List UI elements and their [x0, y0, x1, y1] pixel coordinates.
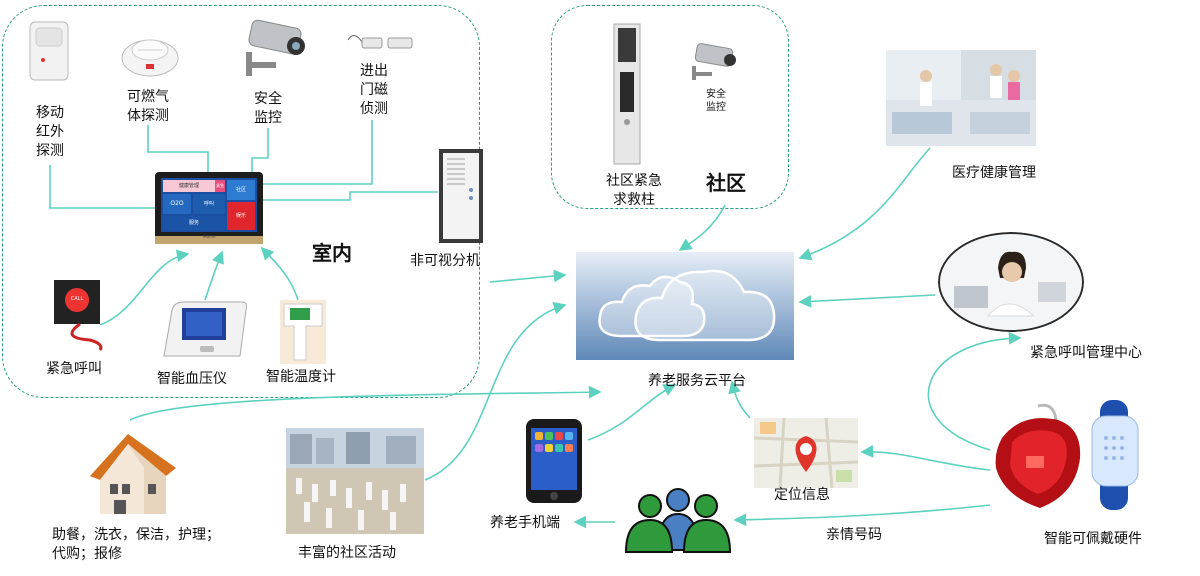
call-center-image — [938, 232, 1084, 332]
sos-pillar-image — [612, 22, 642, 166]
call-center-label: 紧急呼叫管理中心 — [1030, 345, 1142, 361]
panel-tile-service: 服务 — [163, 216, 225, 230]
panel-tile-emergency: 紧急 — [215, 180, 225, 192]
home-services-label: 助餐，洗衣，保洁，护理； 代购；报修 — [52, 527, 220, 562]
wearable-label: 智能可佩戴硬件 — [1044, 531, 1142, 547]
sos-pillar-label: 社区紧急 求救柱 — [606, 173, 662, 208]
panel-brand-label: iHome — [202, 234, 216, 239]
medical-label: 医疗健康管理 — [952, 165, 1036, 181]
thermometer-label: 智能温度计 — [266, 369, 336, 385]
door-sensor-label: 进出 门磁 侦测 — [360, 63, 388, 117]
door-sensor-image — [346, 28, 416, 58]
panel-tile-health: 健康管理 — [163, 180, 215, 192]
community-camera-label: 安全 监控 — [706, 89, 726, 113]
motion-sensor-image — [28, 20, 70, 82]
thermometer-image — [280, 300, 326, 364]
security-camera-image — [240, 18, 308, 78]
medical-image — [886, 50, 1036, 146]
community-camera-image — [688, 42, 738, 82]
cloud-platform-image — [576, 252, 794, 360]
intercom-image — [438, 148, 484, 244]
community-activities-label: 丰富的社区活动 — [298, 545, 396, 561]
cloud-platform-label: 养老服务云平台 — [648, 373, 746, 389]
gas-detector-image — [120, 28, 180, 80]
indoor-region-label: 室内 — [312, 241, 352, 265]
house-icon — [84, 428, 184, 518]
mobile-app-label: 养老手机端 — [490, 515, 560, 531]
family-number-label: 亲情号码 — [826, 527, 882, 543]
smart-panel-image: 健康管理 社区 紧急 O2O 呼叫 服务 娱乐 iHome — [155, 172, 263, 244]
mobile-phone-image — [525, 418, 583, 504]
panel-tile-o2o: O2O — [163, 194, 191, 214]
community-region — [551, 5, 789, 209]
wearable-image — [982, 398, 1152, 516]
emergency-call-label: 紧急呼叫 — [46, 361, 102, 377]
panel-tile-community: 社区 — [227, 180, 255, 200]
location-map-image — [754, 418, 858, 488]
blood-pressure-image — [160, 300, 250, 366]
community-activities-image — [286, 428, 424, 534]
intercom-label: 非可视分机 — [410, 253, 480, 269]
gas-detector-label: 可燃气 体探测 — [127, 89, 169, 124]
security-camera-label: 安全 监控 — [254, 91, 282, 126]
motion-sensor-label: 移动 红外 探测 — [36, 105, 64, 159]
emergency-button-text: CALL — [70, 296, 84, 302]
community-region-label: 社区 — [706, 171, 746, 195]
panel-tile-entertainment: 娱乐 — [227, 202, 255, 230]
panel-tile-call: 呼叫 — [193, 194, 225, 214]
location-label: 定位信息 — [774, 487, 830, 503]
blood-pressure-label: 智能血压仪 — [157, 371, 227, 387]
family-icon — [618, 488, 738, 554]
emergency-call-image: CALL — [50, 278, 104, 352]
